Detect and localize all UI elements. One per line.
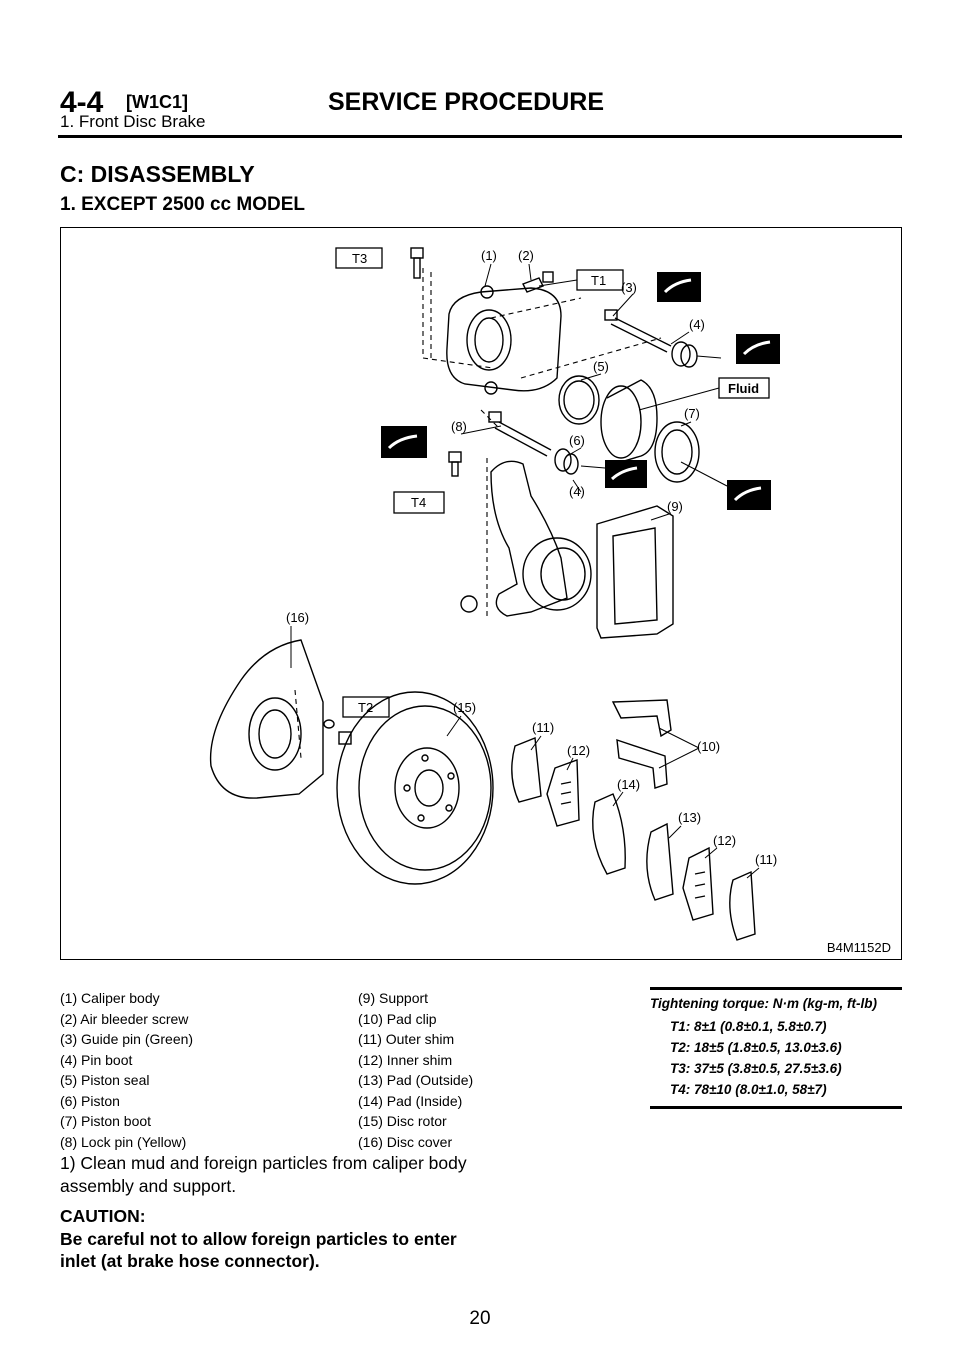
legend-item: (15) Disc rotor bbox=[358, 1113, 447, 1129]
legend-item: (5) Piston seal bbox=[60, 1072, 150, 1088]
piston-boot bbox=[654, 421, 700, 483]
callout-4: (4) bbox=[689, 317, 705, 332]
grease-icon bbox=[657, 272, 701, 302]
svg-text:Fluid: Fluid bbox=[728, 381, 759, 396]
torque-bottom-rule bbox=[650, 1106, 902, 1109]
legend-column-1: (1) Caliper body (2) Air bleeder screw (… bbox=[60, 988, 193, 1152]
svg-text:T2: T2 bbox=[358, 700, 373, 715]
callout-10: (10) bbox=[697, 739, 720, 754]
assembly-lines bbox=[294, 268, 662, 759]
torque-spec-box: Tightening torque: N·m (kg-m, ft-lb) T1:… bbox=[650, 987, 902, 1109]
callout-11b: (11) bbox=[755, 852, 777, 867]
pin-boot bbox=[671, 341, 698, 368]
section-tag: [W1C1] bbox=[126, 92, 188, 112]
caliper-bolt-t3 bbox=[410, 247, 424, 279]
callout-15: (15) bbox=[453, 700, 476, 715]
callout-6: (6) bbox=[569, 433, 585, 448]
outer-pad bbox=[646, 822, 674, 901]
torque-row-t3: T3: 37±5 (3.8±0.5, 27.5±3.6) bbox=[670, 1061, 842, 1076]
callout-12: (12) bbox=[567, 743, 590, 758]
callouts: (1) (2) (3) (4) (5) (7) (8) (6) (4) (9) … bbox=[286, 248, 777, 867]
section-title: C: DISASSEMBLY bbox=[60, 161, 255, 187]
caution-body: Be careful not to allow foreign particle… bbox=[60, 1229, 457, 1271]
legend-column-2: (9) Support (10) Pad clip (11) Outer shi… bbox=[358, 988, 473, 1152]
legend-item: (3) Guide pin (Green) bbox=[60, 1031, 194, 1047]
callout-12b: (12) bbox=[713, 833, 736, 848]
legend-item: (13) Pad (Outside) bbox=[358, 1072, 474, 1088]
torque-row-t1: T1: 8±1 (0.8±0.1, 5.8±0.7) bbox=[670, 1019, 827, 1034]
page-number: 20 bbox=[469, 1308, 491, 1329]
inner-shim bbox=[546, 759, 580, 827]
callout-11: (11) bbox=[532, 720, 554, 735]
disc-cover bbox=[209, 639, 324, 799]
torque-label-t1: T1 bbox=[576, 269, 624, 291]
callout-2: (2) bbox=[518, 248, 534, 263]
header-rule bbox=[58, 135, 902, 138]
torque-label-t2: T2 bbox=[342, 696, 390, 718]
grease-icon bbox=[381, 426, 427, 458]
legend-item: (10) Pad clip bbox=[358, 1010, 437, 1027]
support-bolt-t4 bbox=[448, 451, 462, 477]
step-1-text: 1) Clean mud and foreign particles from … bbox=[60, 1153, 467, 1196]
legend-item: (2) Air bleeder screw bbox=[60, 1010, 189, 1027]
piston-seal bbox=[558, 375, 600, 425]
pin-boot-lower bbox=[554, 448, 579, 475]
legend-item: (1) Caliper body bbox=[60, 990, 160, 1006]
leader-lines bbox=[290, 263, 760, 879]
fluid-label: Fluid bbox=[718, 377, 770, 399]
subsection-title: 1. EXCEPT 2500 cc MODEL bbox=[60, 194, 305, 215]
torque-top-rule bbox=[650, 987, 902, 990]
disc-rotor bbox=[336, 691, 494, 885]
grease-icon bbox=[727, 480, 771, 510]
piston bbox=[600, 379, 658, 467]
outer-shim-2 bbox=[729, 870, 756, 941]
callout-8: (8) bbox=[451, 419, 467, 434]
legend-item: (9) Support bbox=[358, 990, 429, 1006]
svg-text:T4: T4 bbox=[411, 495, 426, 510]
callout-16: (16) bbox=[286, 610, 309, 625]
torque-row-t4: T4: 78±10 (8.0±1.0, 58±7) bbox=[670, 1082, 827, 1097]
legend-item: (11) Outer shim bbox=[358, 1031, 455, 1047]
caliper-body bbox=[446, 285, 562, 395]
guide-pin bbox=[604, 309, 672, 353]
callout-4b: (4) bbox=[569, 484, 585, 499]
torque-label-t4: T4 bbox=[393, 491, 445, 514]
inner-shim-2 bbox=[682, 846, 714, 921]
callout-7: (7) bbox=[684, 406, 700, 421]
caution-heading: CAUTION: bbox=[60, 1206, 146, 1226]
air-bleeder-screw bbox=[522, 271, 554, 293]
callout-9: (9) bbox=[667, 499, 683, 514]
lock-pin bbox=[488, 411, 552, 457]
legend-item: (7) Piston boot bbox=[60, 1113, 152, 1129]
legend-item: (8) Lock pin (Yellow) bbox=[60, 1133, 187, 1150]
torque-row-t2: T2: 18±5 (1.8±0.5, 13.0±3.6) bbox=[670, 1040, 842, 1055]
legend-item: (14) Pad (Inside) bbox=[358, 1092, 463, 1109]
torque-heading: Tightening torque: N·m (kg-m, ft-lb) bbox=[650, 996, 877, 1011]
inner-pad bbox=[592, 793, 626, 875]
callout-1: (1) bbox=[481, 248, 497, 263]
callout-14: (14) bbox=[617, 777, 640, 792]
header-title: SERVICE PROCEDURE bbox=[328, 88, 604, 116]
torque-label-t3: T3 bbox=[335, 247, 383, 269]
grease-icon bbox=[736, 334, 780, 364]
pad-clip bbox=[611, 699, 672, 789]
legend-item: (4) Pin boot bbox=[60, 1051, 133, 1068]
outer-shim bbox=[511, 737, 542, 803]
section-code: 4-4 bbox=[60, 86, 104, 119]
callout-3: (3) bbox=[621, 280, 637, 295]
legend-item: (16) Disc cover bbox=[358, 1133, 453, 1150]
header-subtitle: 1. Front Disc Brake bbox=[60, 112, 206, 131]
callout-13: (13) bbox=[678, 810, 701, 825]
legend-item: (6) Piston bbox=[60, 1092, 120, 1109]
svg-text:T1: T1 bbox=[591, 273, 606, 288]
callout-5: (5) bbox=[593, 359, 609, 374]
support-bracket bbox=[596, 505, 674, 639]
svg-text:T3: T3 bbox=[352, 251, 367, 266]
steering-knuckle bbox=[460, 460, 592, 617]
legend-item: (12) Inner shim bbox=[358, 1051, 453, 1068]
exploded-diagram: T3 T1 T4 T2 Fluid bbox=[60, 227, 902, 960]
figure-code: B4M1152D bbox=[826, 940, 891, 955]
